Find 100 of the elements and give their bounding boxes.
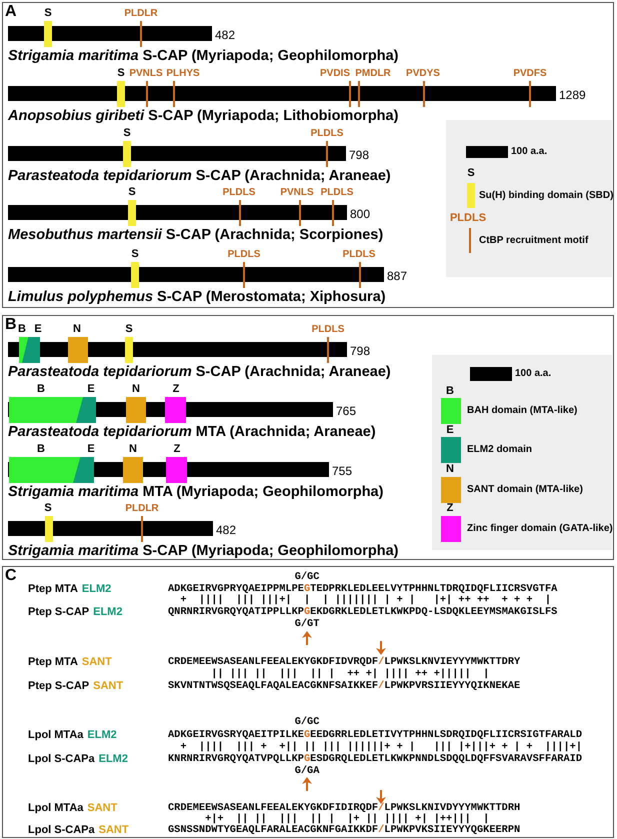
protein-length: 798	[349, 148, 370, 162]
sequence-text: CRDEMEEWSASEANLFEEALEKYGKDFIDVRQDF/LPWKSLKNVIEYYYMWKTTDRY	[168, 656, 520, 668]
sequence-text: ADKGEIRVGSRYQAEITPILKEGEEDGRRLEDLETIVYTPHHNLSDRQIDQFLIICRSIGTFARALD	[168, 729, 582, 741]
figure-panel	[2, 315, 614, 560]
splice-site-label: G/GC	[294, 571, 320, 583]
legend-text: BAH domain (MTA-like)	[467, 404, 578, 418]
figure-panel	[2, 2, 614, 308]
legend-text: ELM2 domain	[467, 443, 532, 457]
domain-label: S	[44, 501, 52, 516]
legend-text: Zinc finger domain (GATA-like)	[467, 522, 613, 536]
sequence-text: CRDEMEEWSASEANLFEEALEKYGKDFIDIRQDF/LPWKSLKNIVDYYYMWKTTDRH	[168, 802, 520, 814]
sequence-name: Ptep MTA	[28, 583, 78, 595]
splice-site-label: G/GA	[294, 765, 320, 777]
motif-label: PLHYS	[166, 67, 200, 81]
figure-panel	[2, 566, 614, 838]
domain-label: B	[37, 382, 45, 397]
protein-length: 800	[350, 207, 370, 221]
species-caption: Limulus polyphemus S-CAP (Merostomata; Xiphosura)	[8, 288, 386, 306]
species-caption: Strigamia maritima S-CAP (Myriapoda; Geophilomorpha)	[8, 542, 399, 560]
species-caption: Strigamia maritima MTA (Myriapoda; Geophilomorpha)	[8, 483, 384, 501]
domain-label: N	[446, 463, 454, 476]
motif-label: PLDLR	[125, 502, 159, 516]
sequence-name: Ptep S-CAP	[28, 606, 90, 618]
protein-length: 765	[336, 404, 356, 418]
domain-name: ELM2	[98, 753, 128, 765]
domain-label: S	[44, 6, 52, 21]
sequence-text: KNRNRIRVGRQYQATVPQLLKPGESDGRQLEDLETLKWKPNNDLSDQQLDQFFSVARAVSFFARAID	[168, 753, 582, 765]
protein-length: 887	[387, 269, 408, 283]
domain-label: S	[117, 66, 125, 81]
species-caption: Parasteatoda tepidariorum MTA (Arachnida; Araneae)	[8, 423, 376, 441]
species-caption: Parasteatoda tepidariorum S-CAP (Arachnida; Araneae)	[8, 167, 391, 185]
legend-text: Su(H) binding domain (SBD)	[479, 189, 614, 203]
domain-label: E	[87, 382, 95, 397]
domain-label: E	[446, 424, 454, 437]
domain-name: ELM2	[82, 583, 112, 595]
scale-label: 100 a.a.	[511, 145, 548, 159]
alignment-match-line: + |||| ||| |||+| | | ||||||| | + | |+| ++ ++ + + + |	[179, 594, 552, 606]
alignment-match-line: +|+ || || ||| || | |+ || |||| +| |++||| |	[204, 813, 490, 825]
domain-name: ELM2	[93, 606, 122, 618]
alignment-match-line: + |||| ||| + +|| || ||| ||||||+ + | ||| |+|||+ + | + ||||+|	[179, 741, 582, 753]
motif-label: PVNLS	[280, 186, 314, 200]
domain-label: Z	[172, 382, 180, 397]
sequence-text: GSNSSNDWTYGEAQLFARALEACGKNFGAIKKDF/LPWKPVKSIIEYYYQGKEERPN	[168, 824, 520, 836]
motif-label: PVDFS	[513, 67, 547, 81]
domain-label: Z	[174, 442, 180, 457]
legend-text: CtBP recruitment motif	[479, 234, 588, 248]
sequence-name: Ptep MTA	[28, 656, 78, 668]
sequence-name: Lpol S-CAPa	[28, 753, 95, 765]
species-caption: Parasteatoda tepidariorum S-CAP (Arachnida; Araneae)	[8, 363, 391, 381]
motif-label: PLDLS	[222, 186, 256, 200]
domain-label: B	[18, 322, 26, 337]
splice-site-label: G/GC	[294, 716, 320, 728]
legend-panel	[432, 355, 612, 550]
domain-label: E	[87, 442, 95, 457]
panel-letter: C	[5, 567, 17, 585]
panel-letter: A	[5, 3, 17, 21]
species-caption: Strigamia maritima S-CAP (Myriapoda; Geophilomorpha)	[8, 47, 399, 65]
splice-site-label: G/GT	[294, 618, 320, 630]
panel-letter: B	[5, 316, 17, 334]
domain-label: B	[37, 442, 45, 457]
motif-label: PMDLR	[355, 67, 391, 81]
domain-label: Z	[446, 502, 454, 515]
sequence-name: Lpol MTAa	[28, 802, 84, 814]
motif-label: PVNLS	[129, 67, 163, 81]
protein-length: 798	[350, 344, 370, 358]
domain-name: SANT	[82, 656, 112, 668]
legend-panel	[446, 120, 612, 277]
legend-text: SANT domain (MTA-like)	[467, 483, 583, 497]
domain-name: SANT	[87, 802, 118, 814]
protein-length: 1289	[559, 88, 586, 102]
species-caption: Mesobuthus martensii S-CAP (Arachnida; Scorpiones)	[8, 226, 384, 244]
motif-label: PLDLS	[320, 186, 354, 200]
domain-label: S	[128, 185, 136, 200]
alignment-match-line: || ||| || ||| || | ++ +| |||| ++ +||||| |	[210, 668, 490, 680]
motif-label: PLDLR	[124, 7, 158, 21]
sequence-name: Lpol S-CAPa	[28, 824, 95, 836]
domain-label: B	[446, 385, 454, 398]
sequence-text: QNRNRIRVGRQYQATIPPLLKPGEKDGRKLEDLETLKWKPDQ-LSDQKLEEYMSMAKGISLFS	[168, 606, 558, 618]
domain-label: E	[34, 322, 42, 337]
domain-name: ELM2	[87, 729, 117, 741]
sequence-text: ADKGEIRVGPRYQAEIPPMLPEGTEDPRKLEDLEELVYTPHHNLTDRQIDQFLIICRSVGTFA	[168, 583, 558, 595]
motif-label: PLDLS	[342, 248, 376, 262]
domain-name: SANT	[93, 680, 124, 692]
domain-label: N	[129, 442, 137, 457]
domain-label: S	[131, 247, 139, 262]
sequence-name: Lpol MTAa	[28, 729, 84, 741]
motif-label: PLDLS	[310, 127, 344, 141]
domain-label: S	[125, 322, 133, 337]
protein-length: 482	[216, 523, 236, 537]
motif-label: PLDLS	[228, 248, 260, 262]
motif-label: PLDLS	[312, 323, 344, 337]
motif-label: PVDYS	[406, 67, 440, 81]
domain-name: SANT	[98, 824, 129, 836]
sequence-name: Ptep S-CAP	[28, 680, 90, 692]
protein-length: 482	[215, 28, 236, 42]
motif-label: PVDIS	[320, 67, 350, 81]
sequence-text: SKVNTNTWSQSEAQLFAQALEACGKNFSAIKKEF/LPWKPVRSIIEYYYQIKNEKAE	[168, 680, 520, 692]
protein-length: 755	[332, 464, 352, 478]
scale-label: 100 a.a.	[515, 367, 552, 381]
motif-label: PLDLS	[450, 212, 486, 225]
